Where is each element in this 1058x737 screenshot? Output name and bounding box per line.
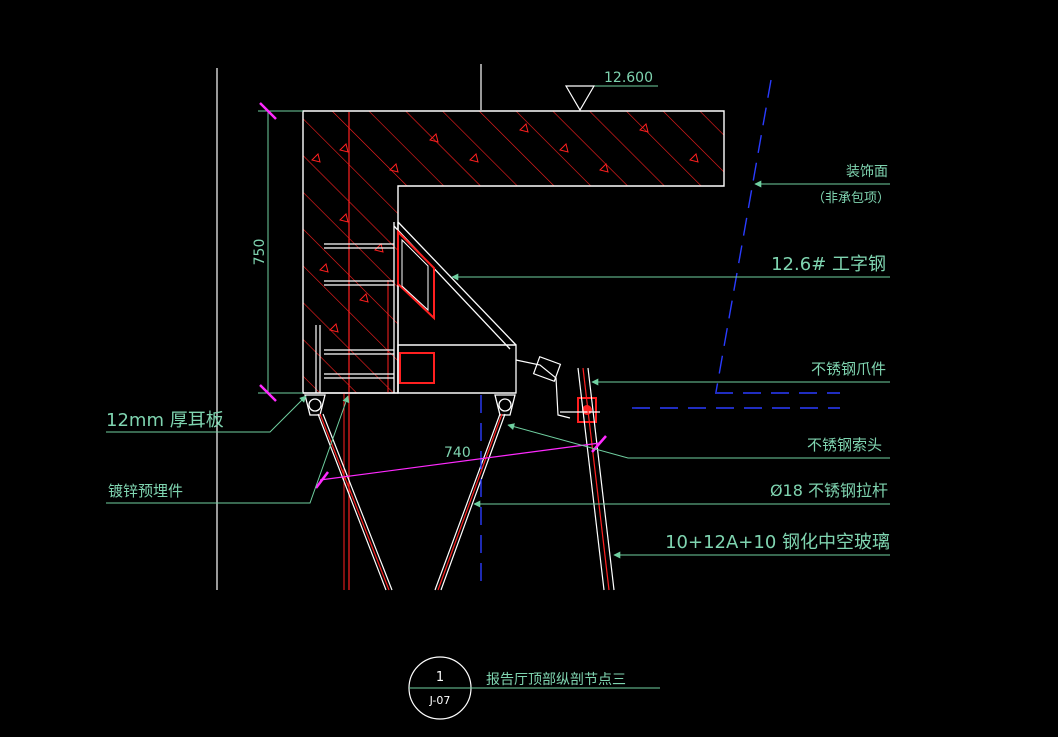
leader-i-beam: 12.6# 工字钢 [451,254,890,281]
label-decor-face: 装饰面 [846,164,888,180]
leader-lug-plate: 12mm 厚耳板 [106,395,307,433]
bracket-plate [399,352,435,384]
elevation-marker: 12.600 [564,70,658,112]
label-decor-face-note: （非承包项） [812,191,890,206]
leader-decor-face: 装饰面 （非承包项） [754,164,890,206]
title-block: 1 J-07 报告厅顶部纵剖节点三 [408,656,660,720]
label-embed: 镀锌预埋件 [108,482,183,500]
embedded-anchors [315,243,394,393]
dimension-diagonal: 740 [315,435,607,489]
title-text: 报告厅顶部纵剖节点三 [486,672,626,688]
title-number: 1 [436,670,444,685]
leader-embed: 镀锌预埋件 [106,395,350,504]
dim-740-text: 740 [444,445,471,461]
stainless-rods [317,413,506,591]
label-i-beam: 12.6# 工字钢 [771,254,886,275]
title-sheet: J-07 [429,694,451,707]
label-lug-plate: 12mm 厚耳板 [106,410,224,431]
leader-cable-head: 不锈钢索头 [507,423,890,459]
elevation-text: 12.600 [604,70,653,86]
i-beam-section [397,229,435,321]
i-beam-inner [401,238,429,312]
label-glass: 10+12A+10 钢化中空玻璃 [665,532,890,553]
leader-glass: 10+12A+10 钢化中空玻璃 [613,532,890,559]
dimension-vertical: 750 [252,102,303,402]
dim-750-text: 750 [252,239,268,266]
center-lines [480,79,840,590]
label-claw: 不锈钢爪件 [811,360,886,378]
label-cable-head: 不锈钢索头 [807,436,882,454]
stainless-claw [515,356,571,419]
label-rod: Ø18 不锈钢拉杆 [770,481,888,500]
glass-panel [577,367,615,591]
leader-claw: 不锈钢爪件 [591,360,890,386]
leader-rod: Ø18 不锈钢拉杆 [473,481,890,508]
